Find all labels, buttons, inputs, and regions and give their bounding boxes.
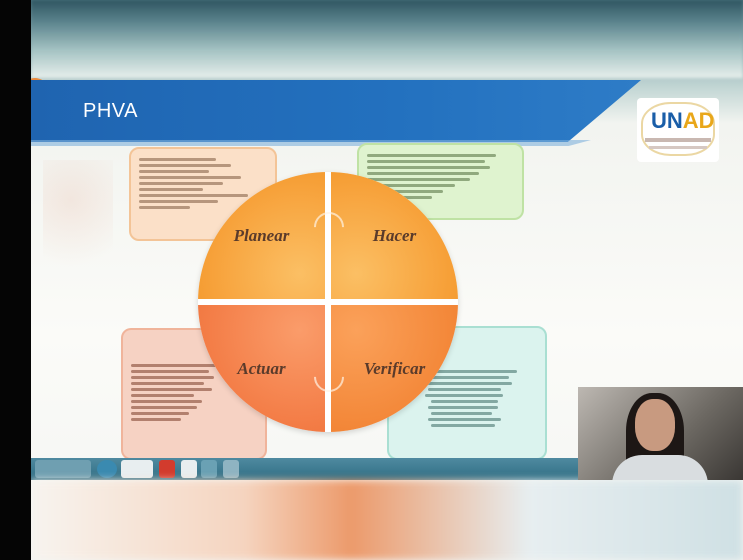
- bottom-blurred-band: [31, 480, 743, 560]
- presenter-face: [635, 399, 675, 451]
- hacer-label: Hacer: [372, 225, 417, 245]
- webcam-overlay: [578, 387, 743, 480]
- verificar-label: Verificar: [363, 358, 426, 378]
- top-blurred-band: [31, 0, 743, 78]
- logo-subtitle-line: [649, 146, 707, 149]
- planear-quadrant: Planear: [198, 172, 325, 299]
- phva-cycle-circle: Planear Hacer Actuar Verificar: [198, 172, 458, 432]
- windows-taskbar: [31, 458, 579, 480]
- hacer-quadrant: Hacer: [331, 172, 458, 299]
- logo-wordmark: UNAD: [651, 108, 715, 133]
- camera-icon[interactable]: [223, 460, 239, 478]
- unad-logo: UNAD: [637, 98, 719, 162]
- left-letterbox: [0, 0, 31, 560]
- logo-subtitle-line: [645, 138, 711, 142]
- presenter-body: [612, 455, 708, 480]
- video-frame: PHVA UNAD Planear Hacer Actuar Verificar: [31, 0, 743, 560]
- header-stripe: [31, 140, 591, 146]
- chrome-icon[interactable]: [181, 460, 197, 478]
- background-watermark: [43, 160, 113, 360]
- document-app-icon[interactable]: [121, 460, 153, 478]
- powerpoint-icon[interactable]: [159, 460, 175, 478]
- verificar-quadrant: Verificar: [331, 305, 458, 432]
- start-button[interactable]: [35, 460, 91, 478]
- slide-title: PHVA: [83, 100, 138, 122]
- actuar-quadrant: Actuar: [198, 305, 325, 432]
- slide-header-bar: [31, 80, 641, 142]
- planear-label: Planear: [233, 225, 290, 245]
- settings-icon[interactable]: [201, 460, 217, 478]
- logo-ring: [641, 102, 715, 156]
- actuar-label: Actuar: [237, 358, 286, 378]
- browser-icon[interactable]: [97, 460, 117, 478]
